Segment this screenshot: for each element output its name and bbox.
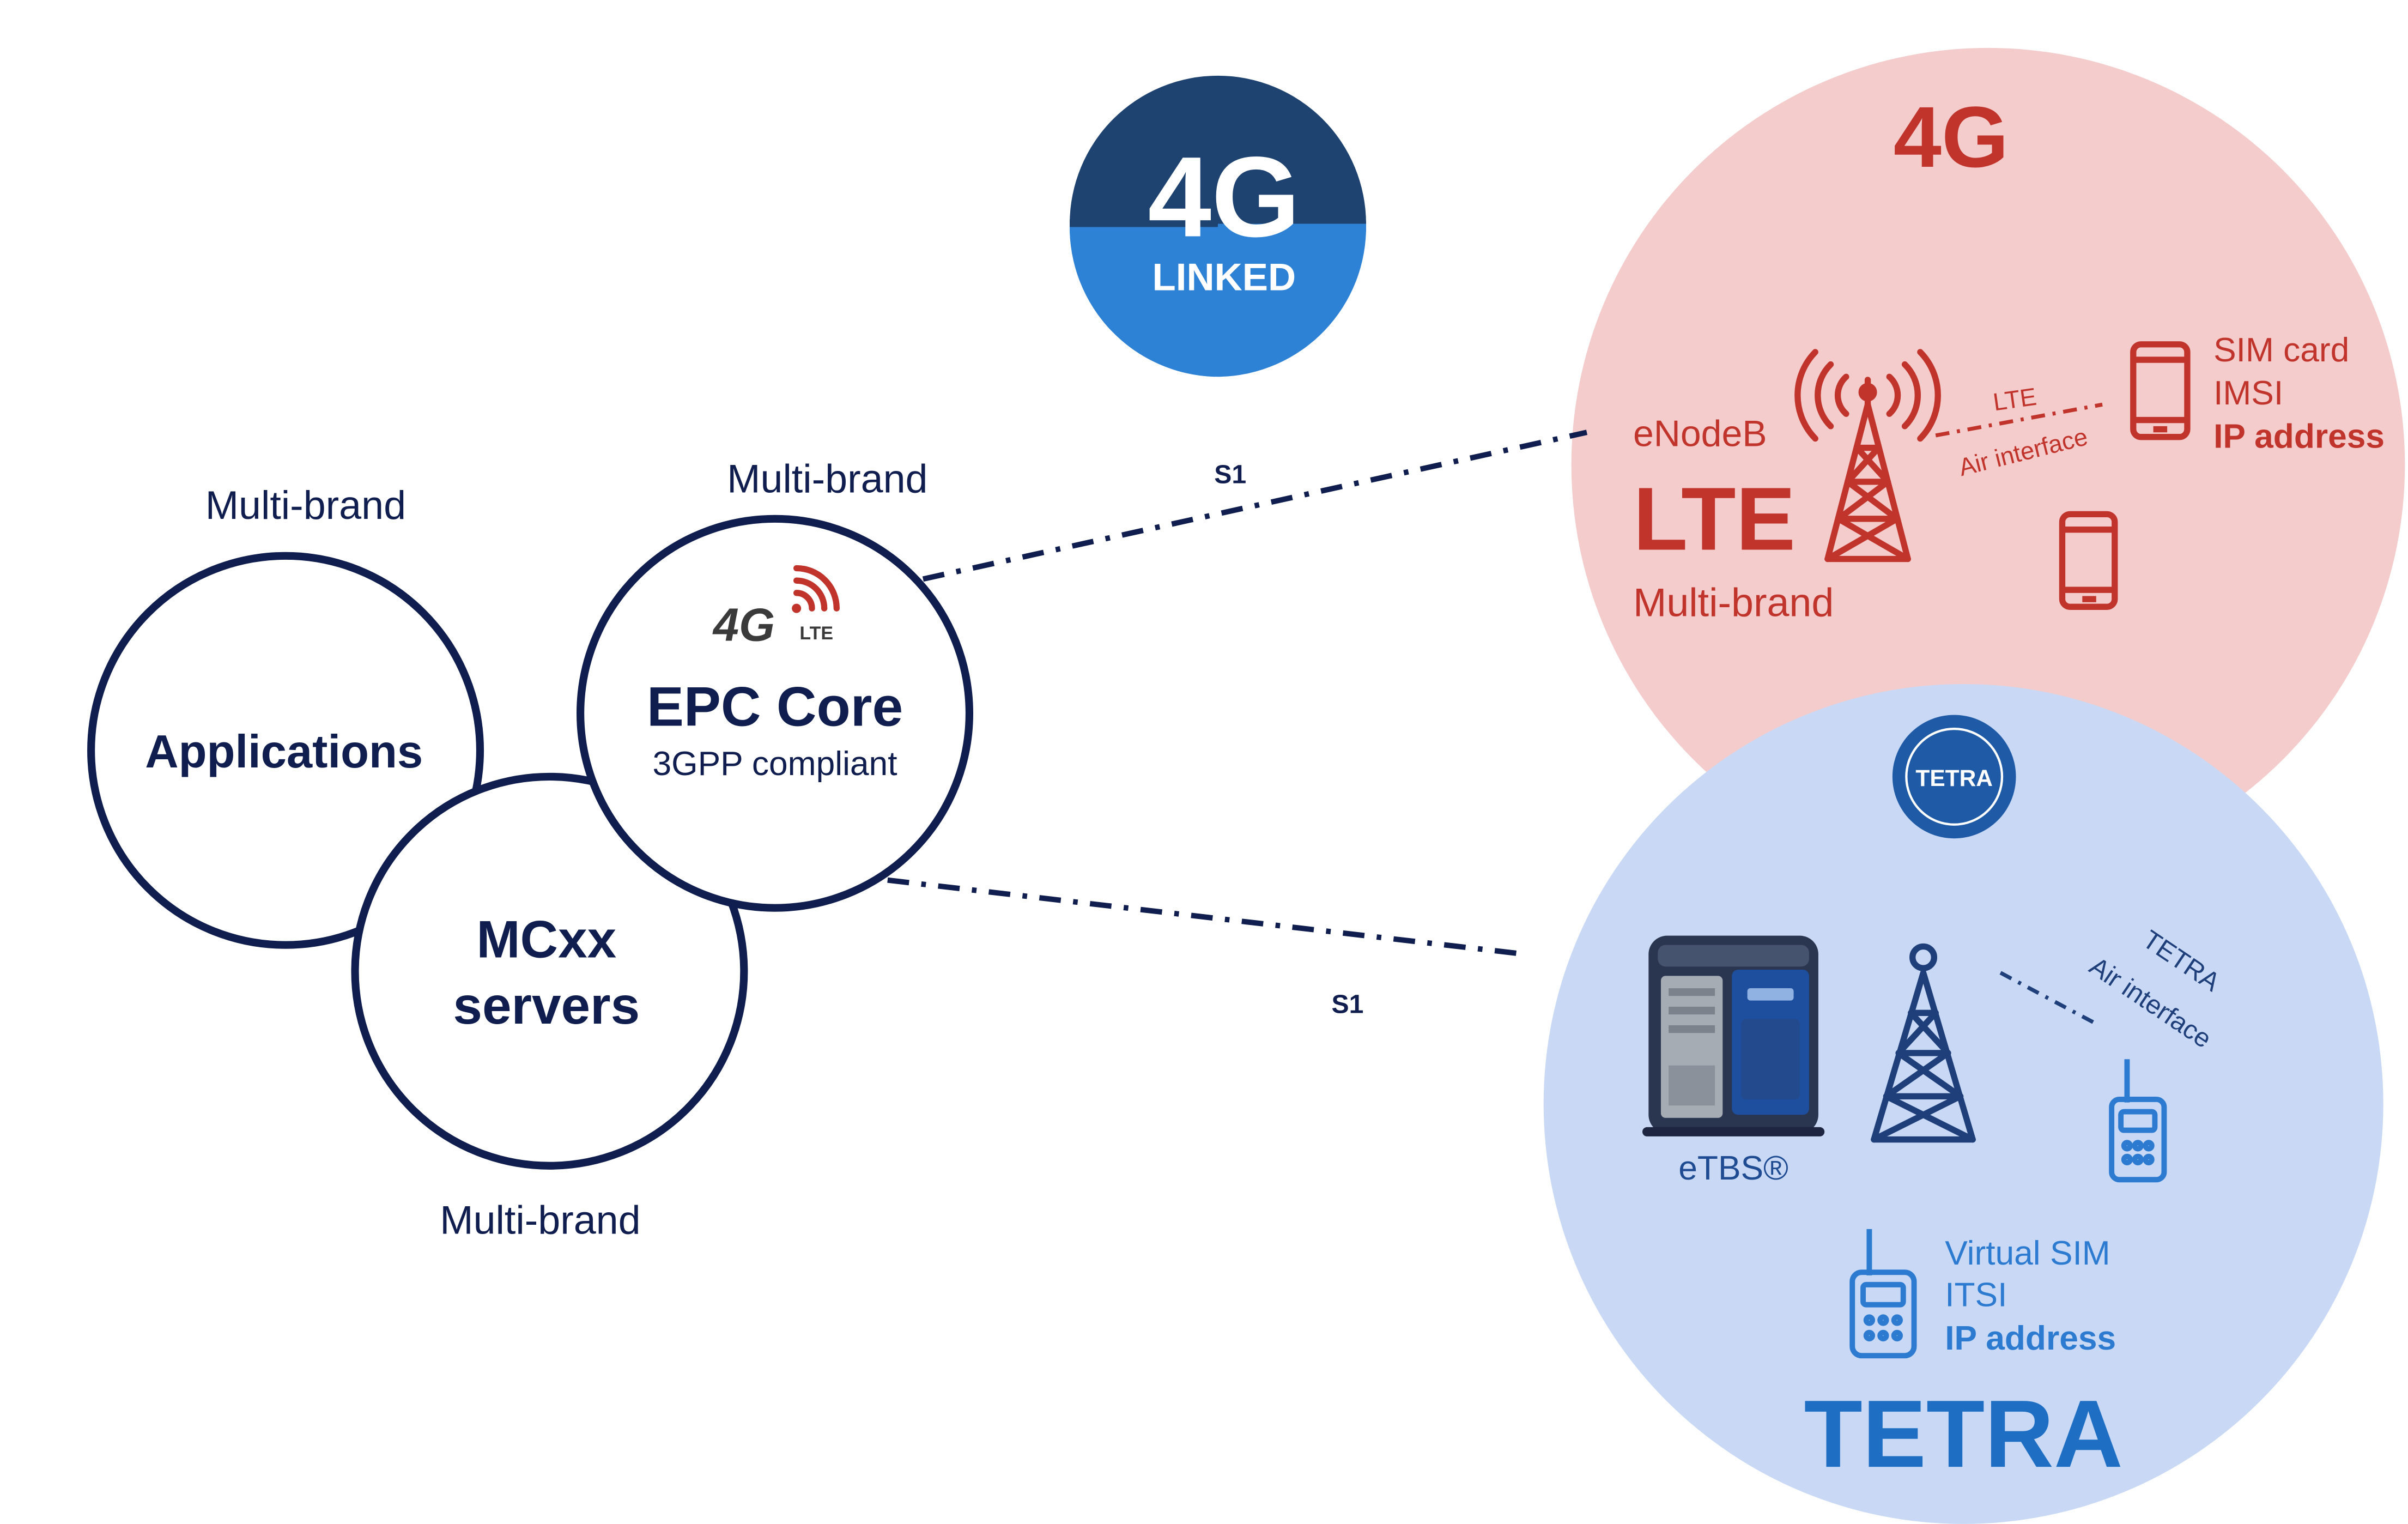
- smartphone-icon-2: [2059, 511, 2118, 610]
- mcxx-label-line1: MCxx: [476, 910, 616, 969]
- logo-linked-text: LINKED: [1153, 256, 1296, 299]
- lattice-tower-icon: [1871, 943, 1976, 1143]
- handheld-radio-icon: [2109, 1059, 2167, 1183]
- radio-tower-icon: [1794, 349, 1941, 563]
- enodeb-label: eNodeB: [1633, 413, 1767, 455]
- handheld-radio-icon-2: [1849, 1229, 1917, 1359]
- signal-waves-icon: [793, 565, 840, 612]
- s1-link-lte: [922, 430, 1588, 582]
- etbs-device-icon: [1642, 935, 1825, 1136]
- lte-brand-label: Multi-brand: [1633, 579, 1834, 625]
- logo-4g-text: 4G: [1148, 133, 1301, 261]
- badge-lte-text: LTE: [799, 623, 833, 644]
- mcxx-label-line2: servers: [453, 977, 640, 1035]
- epc-core-circle: [577, 515, 974, 912]
- lte-big-label: LTE: [1633, 469, 1796, 569]
- applications-label: Applications: [145, 726, 423, 778]
- epc-subtitle: 3GPP compliant: [653, 745, 897, 783]
- applications-circle: [87, 552, 484, 949]
- epc-title: EPC Core: [647, 675, 903, 737]
- tetra-ip-address-label: IP address: [1945, 1320, 2116, 1357]
- imsi-label: IMSI: [2213, 374, 2283, 412]
- s1-label-top: S1: [1214, 460, 1246, 489]
- sim-card-label: SIM card: [2213, 331, 2349, 369]
- s1-label-bottom: S1: [1331, 989, 1363, 1019]
- mcxx-note: Multi-brand: [440, 1197, 640, 1242]
- badge-4g-text: 4G: [712, 600, 775, 651]
- virtual-sim-label: Virtual SIM: [1945, 1235, 2110, 1272]
- tetra-air-link: [1999, 971, 2094, 1024]
- tetra-badge-text: TETRA: [1915, 766, 1993, 791]
- lte-zone: [1571, 47, 2405, 882]
- lte-ip-address-label: IP address: [2213, 418, 2385, 456]
- lte-air-label-line1: LTE: [1991, 383, 2038, 416]
- tetra-badge: TETRA: [1892, 715, 2016, 839]
- lte-heading: 4G: [1894, 88, 2009, 185]
- itsi-label: ITSI: [1945, 1277, 2007, 1314]
- smartphone-icon: [2130, 341, 2191, 440]
- mcxx-servers-circle: [351, 772, 748, 1170]
- etbs-label: eTBS®: [1678, 1150, 1788, 1187]
- lte-air-link: [1935, 402, 2103, 438]
- applications-note: Multi-brand: [205, 482, 406, 528]
- epc-note: Multi-brand: [727, 456, 927, 501]
- tetra-big-label: TETRA: [1804, 1381, 2123, 1487]
- 4g-linked-logo: 4G LINKED: [1069, 75, 1366, 377]
- s1-link-tetra: [887, 877, 1526, 957]
- 4g-lte-badge: 4G LTE: [712, 565, 840, 651]
